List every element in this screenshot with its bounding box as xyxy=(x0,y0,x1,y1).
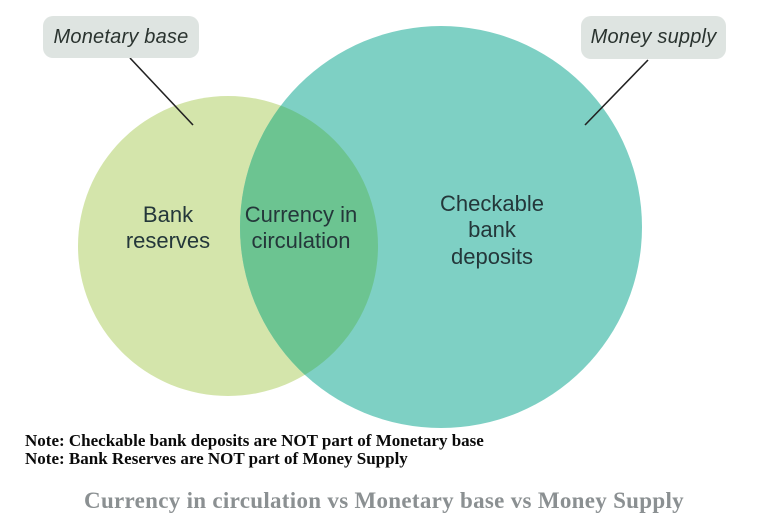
money-supply-callout: Money supply xyxy=(581,16,726,59)
monetary-base-callout-label: Monetary base xyxy=(53,25,189,48)
venn-diagram-graphic xyxy=(78,26,649,428)
money-supply-connector-line xyxy=(584,59,649,126)
bank-reserves-label: Bank reserves xyxy=(125,202,211,254)
notes-block: Note: Checkable bank deposits are NOT pa… xyxy=(25,431,484,469)
checkable-bank-deposits-label: Checkable bank deposits xyxy=(440,191,544,269)
note-bank-reserves: Note: Bank Reserves are NOT part of Mone… xyxy=(25,449,408,469)
diagram-title: Currency in circulation vs Monetary base… xyxy=(84,488,684,513)
currency-in-circulation-label: Currency in circulation xyxy=(244,202,358,254)
money-supply-callout-label: Money supply xyxy=(590,26,717,48)
note-checkable-deposits: Note: Checkable bank deposits are NOT pa… xyxy=(25,431,484,450)
monetary-base-callout: Monetary base xyxy=(43,16,199,58)
monetary-base-connector-line xyxy=(129,57,194,126)
